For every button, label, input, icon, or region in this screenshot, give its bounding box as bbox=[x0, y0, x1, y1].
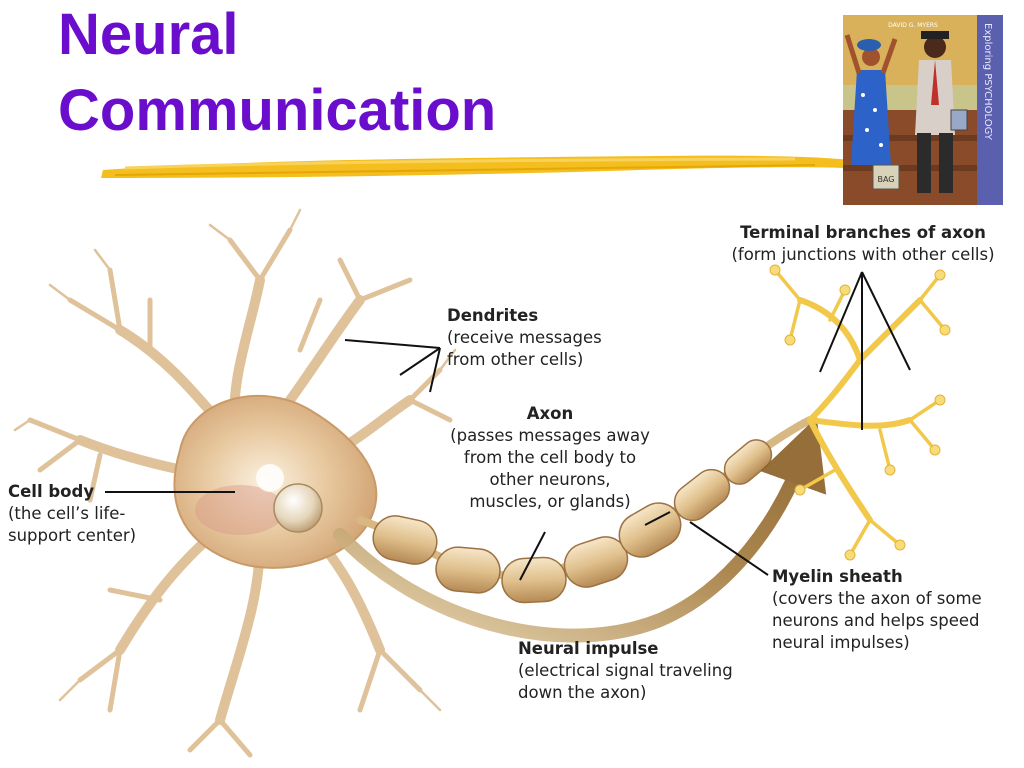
leader-terminal-1 bbox=[819, 271, 863, 373]
nucleus-shape bbox=[273, 483, 323, 533]
label-axon-line-3: other neurons, bbox=[489, 470, 611, 489]
book-cover-image: DAVID G. MYERS Exploring PSYCHOLOGY BAG bbox=[843, 15, 1003, 205]
label-axon-line-4: muscles, or glands) bbox=[469, 492, 631, 511]
cover-bag-text: BAG bbox=[877, 175, 894, 184]
label-axon-line-1: (passes messages away bbox=[450, 426, 650, 445]
cover-author-text: DAVID G. MYERS bbox=[888, 22, 938, 29]
label-dendrites-line-1: (receive messages bbox=[447, 328, 602, 347]
leader-myelin bbox=[689, 521, 769, 576]
leader-dendrites-3 bbox=[429, 347, 441, 393]
highlighter-stroke bbox=[101, 155, 850, 178]
leader-dendrites-1 bbox=[344, 339, 441, 349]
slide-title-line-1: Neural bbox=[58, 2, 239, 67]
label-myelin-sheath: Myelin sheath (covers the axon of some n… bbox=[772, 566, 982, 654]
label-impulse-heading: Neural impulse bbox=[518, 639, 659, 658]
label-cell-body-heading: Cell body bbox=[8, 482, 95, 501]
label-terminal-branches: Terminal branches of axon (form junction… bbox=[705, 222, 1021, 266]
myelin-segments bbox=[372, 439, 773, 604]
label-myelin-line-2: neurons and helps speed bbox=[772, 611, 980, 630]
label-neural-impulse: Neural impulse (electrical signal travel… bbox=[518, 638, 733, 704]
label-axon-heading: Axon bbox=[526, 404, 574, 423]
leader-terminal-3 bbox=[861, 271, 911, 371]
label-cell-body: Cell body (the cell’s life- support cent… bbox=[8, 481, 136, 547]
label-dendrites: Dendrites (receive messages from other c… bbox=[447, 305, 602, 371]
cover-spine-text: Exploring PSYCHOLOGY bbox=[982, 23, 993, 141]
neuron-diagram bbox=[13, 208, 951, 758]
label-terminal-heading: Terminal branches of axon bbox=[740, 223, 986, 242]
label-myelin-heading: Myelin sheath bbox=[772, 567, 903, 586]
leader-axon-2 bbox=[644, 511, 671, 526]
label-impulse-line-2: down the axon) bbox=[518, 683, 647, 702]
label-myelin-line-1: (covers the axon of some bbox=[772, 589, 982, 608]
label-impulse-line-1: (electrical signal traveling bbox=[518, 661, 733, 680]
neural-impulse-arrow bbox=[333, 417, 827, 643]
label-dendrites-heading: Dendrites bbox=[447, 306, 539, 325]
slide-title-line-2: Communication bbox=[58, 78, 497, 143]
label-terminal-line-1: (form junctions with other cells) bbox=[731, 245, 995, 264]
label-cell-body-line-1: (the cell’s life- bbox=[8, 504, 126, 523]
leader-dendrites-2 bbox=[399, 347, 441, 376]
label-myelin-line-3: neural impulses) bbox=[772, 633, 910, 652]
terminal-branches bbox=[769, 264, 951, 561]
label-axon-line-2: from the cell body to bbox=[463, 448, 637, 467]
label-dendrites-line-2: from other cells) bbox=[447, 350, 584, 369]
label-axon: Axon (passes messages away from the cell… bbox=[425, 403, 675, 513]
leader-axon-1 bbox=[519, 531, 546, 581]
label-cell-body-line-2: support center) bbox=[8, 526, 137, 545]
